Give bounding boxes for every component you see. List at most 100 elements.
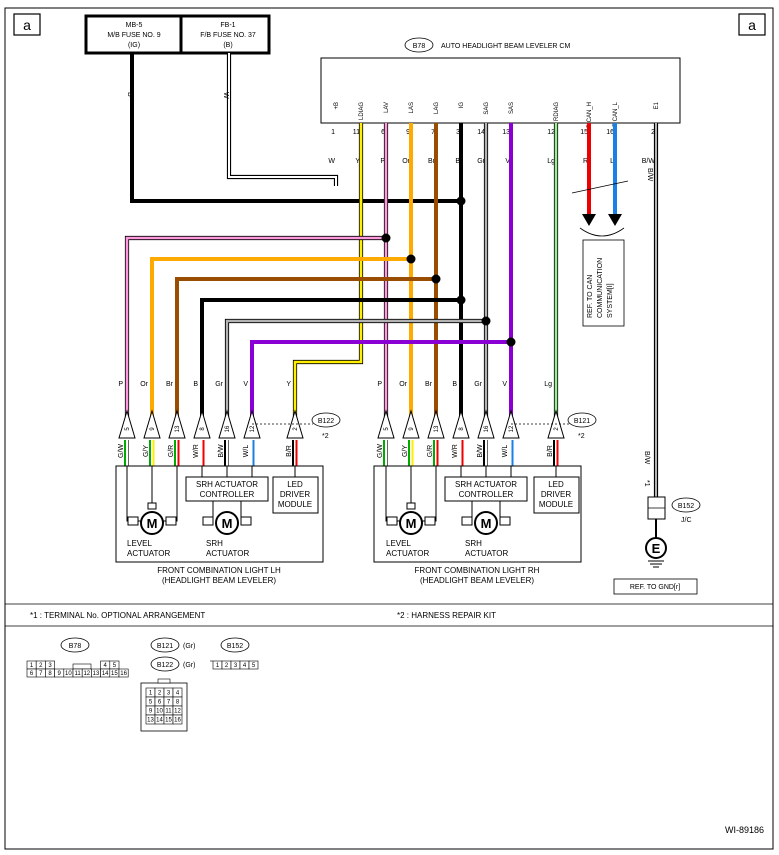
- wire-w-fill: [228, 53, 337, 186]
- connector-pin-number: 13: [175, 425, 181, 432]
- b78-pin: 7: [39, 671, 43, 677]
- b78-pin: 9: [58, 671, 62, 677]
- connector-pin-triangle: [477, 409, 495, 439]
- lower-wire-color: W/L: [243, 445, 250, 458]
- wire-b-branch: [200, 298, 461, 418]
- motor-symbol: M: [222, 516, 233, 531]
- svg-text:B78: B78: [69, 643, 82, 650]
- led-driver-box: [272, 476, 319, 514]
- b152-pin: 2: [225, 663, 229, 669]
- motor-icon: [399, 511, 423, 535]
- ecu-pin-wire-color: P: [380, 158, 385, 165]
- connector-pin-triangle: [547, 409, 565, 439]
- b122-pin: 6: [158, 700, 162, 706]
- b78-pin: 1: [30, 663, 34, 669]
- motor-symbol: M: [406, 516, 417, 531]
- ecu-pin-number: 14: [477, 129, 485, 136]
- lower-wire-color: W/R: [452, 444, 459, 458]
- fuse-supply-mb5: (IG): [128, 42, 140, 49]
- led-driver-box: [533, 476, 580, 514]
- ecu-pin-number: 1: [331, 129, 335, 136]
- connector-pin-triangle: [168, 409, 186, 439]
- motor-symbol: M: [147, 516, 158, 531]
- b122-pin: 13: [147, 718, 154, 724]
- ecu-box: B78 AUTO HEADLIGHT BEAM LEVELER CM: [320, 37, 681, 124]
- wire-or-branch: [150, 257, 411, 418]
- ecu-pin-signal: IG: [459, 102, 465, 109]
- note-repair-kit: *2 : HARNESS REPAIR KIT: [397, 611, 496, 620]
- b122-pin: 10: [156, 709, 163, 715]
- b78-pin: 3: [48, 663, 52, 669]
- connector-pin-number: 2: [554, 427, 560, 431]
- motor-icon: [215, 511, 239, 535]
- wire-labels: B W B/W B/W: [126, 92, 653, 465]
- ecu-pin-wire-color: Br: [428, 158, 436, 165]
- fuse-name-mb5: MB-5: [126, 22, 143, 29]
- front-combination-light-lh: 5G/W9G/Y13G/R8W/R16B/W12W/L2B/RMLEVELACT…: [115, 409, 324, 585]
- b152-oval: [671, 497, 701, 513]
- srh-controller-label: SRH ACTUATOR: [196, 480, 258, 489]
- connector-pin-number: 8: [200, 427, 206, 431]
- wire-v-branch: [250, 340, 511, 418]
- can-l-arrow: [608, 214, 622, 226]
- ecu-pin-signal: LAS: [409, 102, 415, 113]
- lower-wire-color: G/Y: [143, 445, 150, 457]
- b122-pin: 16: [174, 718, 181, 724]
- connector-pin-number: 16: [484, 425, 490, 432]
- ecu-pin-number: 7: [431, 129, 435, 136]
- junction-dot: [456, 196, 466, 206]
- lower-wire-color: B/R: [547, 445, 554, 457]
- svg-text:a: a: [23, 17, 31, 33]
- ecu-pin-number: 15: [580, 129, 588, 136]
- lower-wire-color: G/W: [118, 444, 125, 458]
- light-subtitle: (HEADLIGHT BEAM LEVELER): [162, 576, 276, 585]
- notes: *1 : TERMINAL No. OPTIONAL ARRANGEMENT *…: [5, 603, 773, 627]
- lower-wire-color: W/L: [502, 445, 509, 458]
- lower-wire-color: G/Y: [402, 445, 409, 457]
- wire-gr-branch-outline: [224, 318, 486, 418]
- wire-p-branch-outline: [124, 235, 386, 418]
- light-title: FRONT COMBINATION LIGHT RH: [415, 566, 540, 575]
- b78-pin: 6: [30, 671, 34, 677]
- connector-pin-number: 12: [509, 425, 515, 432]
- note-terminal: *1 : TERMINAL No. OPTIONAL ARRANGEMENT: [30, 611, 205, 620]
- ecu-title: AUTO HEADLIGHT BEAM LEVELER CM: [441, 43, 570, 50]
- svg-text:*2: *2: [322, 433, 329, 440]
- ecu-pin-number: 11: [353, 129, 360, 136]
- can-ref-line2: COMMUNICATION: [597, 258, 604, 318]
- b122-pin: 7: [167, 700, 171, 706]
- led-driver-label: MODULE: [539, 500, 573, 509]
- ecu-pin-wire-color: V: [505, 158, 510, 165]
- ecu-pin-signal: RDIAG: [554, 102, 560, 121]
- ecu-pin-number: 16: [606, 129, 614, 136]
- connector-pin-number: 9: [409, 427, 415, 431]
- junction-dot: [481, 316, 491, 326]
- wire-label-rh-v: V: [502, 381, 507, 388]
- wire-br-branch: [175, 277, 436, 418]
- ecu-pin-signal: LAG: [434, 102, 440, 114]
- b78-pin: 16: [120, 671, 127, 677]
- wire-label-lh-b: B: [193, 381, 198, 388]
- lower-wire-color: G/W: [377, 444, 384, 458]
- lower-wire-color: B/W: [218, 444, 225, 458]
- ecu-connector-oval: [404, 37, 434, 53]
- wire-label-rh-gr: Gr: [474, 381, 482, 388]
- ecu-pin-signal: SAS: [509, 102, 515, 114]
- ecu-pin-number: 13: [502, 129, 510, 136]
- fuse-supply-fb1: (B): [223, 42, 232, 49]
- wire-label-w: W: [222, 92, 229, 99]
- junction-dot: [456, 295, 466, 305]
- junction-dot: [506, 337, 516, 347]
- led-driver-label: MODULE: [278, 500, 312, 509]
- ecu-pin-signal: +B: [334, 102, 340, 110]
- svg-text:(Gr): (Gr): [183, 662, 195, 669]
- svg-text:B122: B122: [157, 662, 173, 669]
- wire-b-ig: [130, 53, 461, 203]
- front-combination-light-rh: 5G/W9G/Y13G/R8W/R16B/W12W/L2B/RMLEVELACT…: [373, 409, 582, 585]
- corner-tag-left: a: [13, 13, 41, 36]
- junction-dot: [406, 254, 416, 264]
- level-actuator-label: ACTUATOR: [127, 549, 170, 558]
- ecu-pin-wire-color: Lg: [547, 158, 555, 165]
- wire-label-rh-lg: Lg: [544, 381, 552, 388]
